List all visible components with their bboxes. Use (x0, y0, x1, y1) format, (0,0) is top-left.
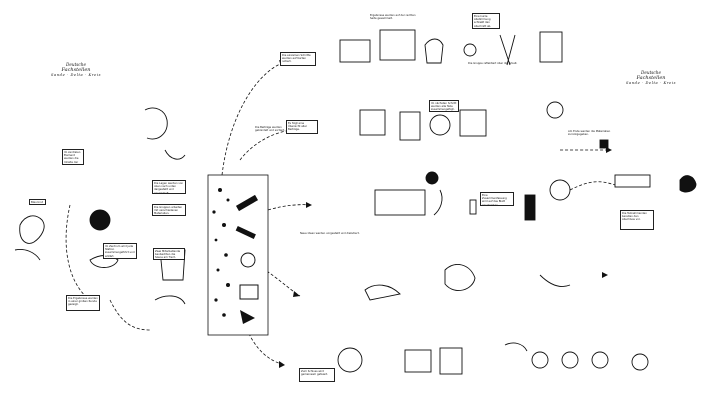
note-q: Eine Zusammenfassung wird auf das Blatt … (480, 192, 514, 206)
note-j: Die Beiträge werden gebündelt und sortie… (255, 126, 285, 133)
note-m: Ergebnisse werden auf der rechten Seite … (370, 14, 416, 21)
note-f: Die Ergebnisse werden in einer großen Ru… (66, 295, 100, 311)
badge-right-line1: Deutsche (641, 70, 661, 75)
note-d: Die Gruppen arbeiten mit verschiedenen M… (152, 204, 186, 216)
note-i: Es folgt eine Übersicht aller Beiträge. (286, 120, 318, 134)
note-s: Zum Schluss wird gemeinsam gefeiert. (299, 368, 335, 382)
bottom-row-illustrations (337, 342, 649, 375)
arc-mid (267, 204, 313, 211)
badge-right-line2: Fachstellen (636, 75, 666, 81)
badge-left-line2: Fachstellen (61, 67, 91, 73)
badge-left: Deutsche Fachstellen Sande · Delta · Kre… (44, 62, 108, 102)
badge-left-line3: Sande · Delta · Kreis (50, 73, 102, 77)
note-p: Neue Ideen werden vorgestellt und diskut… (300, 232, 360, 235)
note-c: Die Lagen werden von oben nach unten dar… (152, 180, 186, 194)
note-a: Blau brut Kreis (29, 199, 46, 205)
left-loop-b (109, 299, 151, 331)
badge-right: Deutsche Fachstellen Sande · Delta · Kre… (617, 70, 685, 108)
badge-right-line3: Sande · Delta · Kreis (625, 81, 677, 85)
middle-row-illustrations (374, 171, 571, 221)
note-h: Die einzelnen Schritte werden auf Karten… (280, 52, 316, 66)
note-b: Im zentralen Element werden die Inhalte … (62, 149, 84, 165)
note-k: Im nächsten Schritt werden alle Teile zu… (429, 100, 459, 112)
arrowhead-right-b (602, 272, 608, 278)
note-l: Eine kurze Abstimmung schließt den Absch… (472, 13, 500, 29)
upper-row-illustrations (359, 101, 564, 141)
arrowhead-bottom (279, 361, 285, 368)
arrowhead-lower (293, 291, 300, 297)
right-illustrations (599, 139, 697, 193)
badge-left-line1: Deutsche (66, 62, 86, 67)
left-loop (65, 204, 91, 301)
top-row-illustrations (339, 29, 563, 66)
note-g: Zwei Mitarbeitende beobachten die Szene … (153, 248, 185, 260)
arc-mid-upper (239, 129, 296, 161)
central-panel (207, 174, 269, 336)
arrowhead-right (606, 147, 612, 153)
right-flow-b (569, 181, 616, 191)
note-o: Am Ende werden die Materialien zurückgeg… (568, 130, 611, 137)
note-n: Die Gruppe reflektiert über die Arbeit. (468, 62, 518, 65)
note-r: Die Teilnehmenden bereiten den Abschluss… (620, 210, 654, 230)
arrowhead-mid (306, 202, 312, 208)
lower-row-illustrations (364, 263, 571, 301)
arc-top (221, 61, 286, 176)
note-e: Im Zentrum wird jede Station zusammengef… (103, 243, 137, 259)
